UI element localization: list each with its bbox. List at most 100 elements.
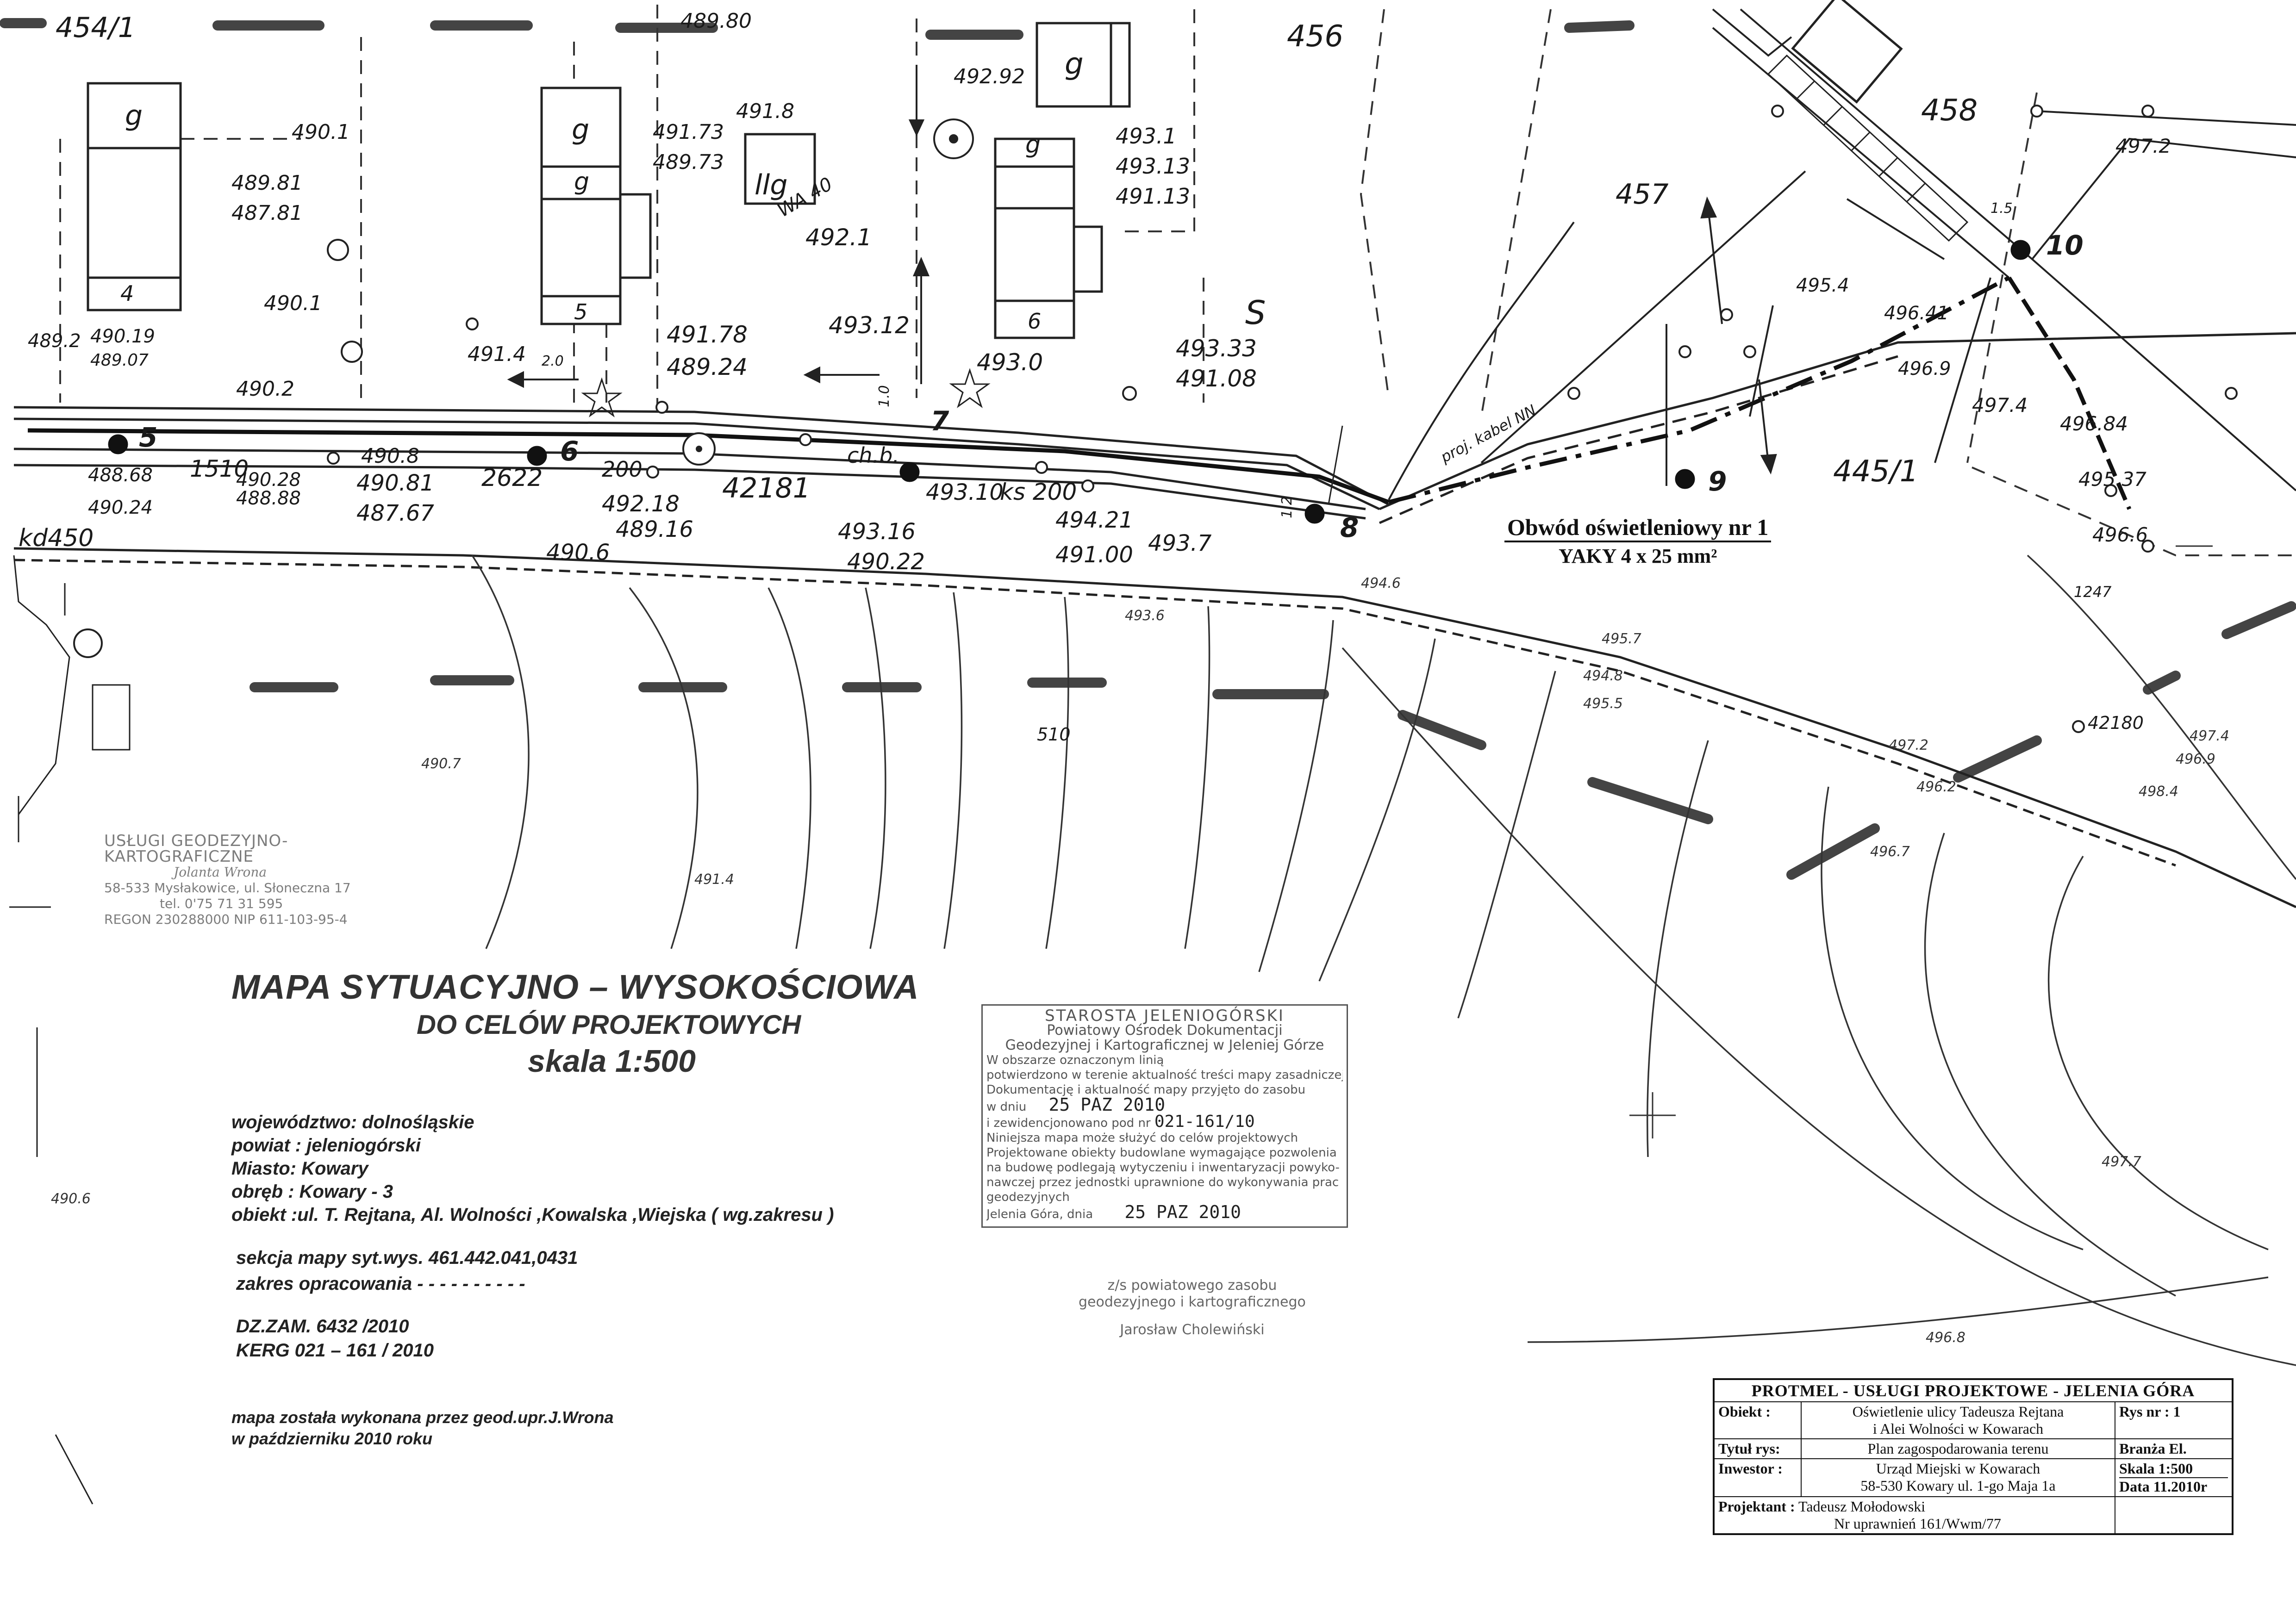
pole-label: 8 xyxy=(1340,512,1359,543)
building-label: g xyxy=(1065,47,1084,81)
ch-label: ch.b. xyxy=(847,443,899,468)
surveyor-stamp-phone: tel. 0'75 71 31 595 xyxy=(160,896,283,911)
scale-and-date: Skala 1:500 Data 11.2010r xyxy=(2115,1458,2233,1497)
map-title-block: MAPA SYTUACYJNO – WYSOKOŚCIOWA DO CELÓW … xyxy=(231,967,949,1079)
elevation-label: 489.24 xyxy=(667,354,748,380)
county: powiat : jeleniogórski xyxy=(231,1135,421,1156)
kerg-number: KERG 021 – 161 / 2010 xyxy=(236,1340,434,1361)
dim-label: 1.2 xyxy=(1279,496,1295,518)
pipe-label: 1247 xyxy=(2074,583,2112,601)
elevation-label: 490.22 xyxy=(847,549,925,575)
building-strip-ne xyxy=(1767,54,1969,242)
branch: Branża El. xyxy=(2115,1438,2233,1459)
made-by-line1: mapa została wykonana przez geod.upr.J.W… xyxy=(231,1408,614,1427)
elevation-label: 496.2 xyxy=(1916,779,1956,795)
grid-marks xyxy=(0,18,2296,880)
building-label: g xyxy=(574,168,589,196)
elevation-label: 493.10 xyxy=(926,479,1004,505)
order-info: DZ.ZAM. 6432 /2010 KERG 021 – 161 / 2010 xyxy=(236,1314,434,1362)
office-stamp-reg-no: 021-161/10 xyxy=(1154,1114,1255,1131)
elevation-label: 496.84 xyxy=(2060,412,2128,435)
obiekt-line: Oświetlenie ulicy Tadeusza Rejtana xyxy=(1852,1403,2064,1420)
elevation-label: 491.8 xyxy=(736,99,794,123)
office-stamp-body: W obszarze oznaczonym linią potwierdzono… xyxy=(986,1053,1343,1222)
pipe-label: 42180 xyxy=(2088,713,2144,733)
elevation-label: 490.28 xyxy=(236,469,301,491)
elevation-label: 497.4 xyxy=(1972,394,2028,417)
street-label: S xyxy=(1245,294,1266,332)
building-label: 6 xyxy=(1028,309,1041,334)
district: obręb : Kowary - 3 xyxy=(231,1181,393,1202)
elevation-label: 488.88 xyxy=(236,488,301,509)
elevation-label: 492.1 xyxy=(805,224,872,251)
elevation-label: 494.21 xyxy=(1055,507,1133,533)
tree-symbols xyxy=(581,368,991,417)
office-sign-name: Jarosław Cholewiński xyxy=(1120,1322,1265,1338)
plot-number: 510 xyxy=(1037,724,1071,745)
elevation-label: 491.4 xyxy=(468,342,526,366)
pole-label: 5 xyxy=(139,422,157,453)
boundary-lines-ne xyxy=(1388,8,2296,500)
elevation-label: 487.67 xyxy=(356,500,434,526)
pipe-label: 1510 xyxy=(190,455,249,482)
office-stamp-line: i zewidencjonowano pod nr xyxy=(986,1116,1151,1130)
dim-label: 2.0 xyxy=(542,353,564,369)
tytul-label: Tytuł rys: xyxy=(1713,1438,1802,1459)
lighting-circuit-label: Obwód oświetleniowy nr 1 YAKY 4 x 25 mm² xyxy=(1504,514,1772,568)
voivodeship: województwo: dolnośląskie xyxy=(231,1112,474,1132)
office-stamp-line: Niniejsza mapa może służyć do celów proj… xyxy=(986,1131,1298,1145)
office-sign-line: geodezyjnego i kartograficznego xyxy=(1079,1294,1306,1310)
table-date: Data 11.2010r xyxy=(2119,1477,2228,1495)
elevation-label: 491.08 xyxy=(1176,365,1257,392)
elevation-label: 489.80 xyxy=(680,9,752,33)
order-number: DZ.ZAM. 6432 /2010 xyxy=(236,1316,409,1337)
office-stamp-line: nawczej przez jednostki uprawnione do wy… xyxy=(986,1175,1339,1189)
building-label: g xyxy=(125,99,143,132)
elevation-label: 497.4 xyxy=(2190,728,2229,744)
map-sheet: sekcja mapy syt.wys. 461.442.041,0431 xyxy=(236,1248,578,1268)
inwestor-line: Urząd Miejski w Kowarach xyxy=(1876,1460,2040,1477)
elevation-label: 493.0 xyxy=(977,349,1043,376)
office-stamp-date2: 25 PAŹ 2010 xyxy=(1124,1205,1242,1222)
elevation-label: 497.7 xyxy=(2102,1154,2141,1170)
projektant-label: Projektant : xyxy=(1718,1498,1795,1515)
building-label: 5 xyxy=(574,299,587,324)
elevation-label: 496.9 xyxy=(1898,358,1951,379)
surveyor-stamp-regon: REGON 230288000 NIP 611-103-95-4 xyxy=(104,912,348,927)
plot-number: 445/1 xyxy=(1833,454,1918,489)
elevation-label: 493.1 xyxy=(1116,124,1177,149)
elevation-label: 495.5 xyxy=(1583,696,1623,712)
office-stamp-line: W obszarze oznaczonym linią xyxy=(986,1053,1164,1067)
circuit-name: Obwód oświetleniowy nr 1 xyxy=(1504,514,1772,542)
elevation-label: 497.2 xyxy=(2115,135,2171,157)
tytul-value: Plan zagospodarowania terenu xyxy=(1801,1438,2115,1459)
building-label: g xyxy=(572,113,589,146)
elevation-label: 491.00 xyxy=(1055,542,1133,568)
object: obiekt :ul. T. Rejtana, Al. Wolności ,Ko… xyxy=(231,1205,834,1225)
plot-number: 458 xyxy=(1921,93,1978,128)
elevation-label: 490.2 xyxy=(236,377,294,401)
map-subtitle: DO CELÓW PROJEKTOWYCH xyxy=(417,1010,801,1040)
office-stamp-sub1: Powiatowy Ośrodek Dokumentacji xyxy=(1047,1022,1283,1038)
made-by-note: mapa została wykonana przez geod.upr.J.W… xyxy=(231,1407,614,1449)
pipe-label: kd450 xyxy=(19,524,94,552)
elevation-label: 497.2 xyxy=(1889,737,1928,753)
office-stamp-line: w dniu xyxy=(986,1100,1027,1114)
inwestor-line: 58-530 Kowary ul. 1-go Maja 1a xyxy=(1860,1477,2056,1494)
elevation-label: 489.2 xyxy=(28,330,81,352)
office-stamp-line: Projektowane obiekty budowlane wymagając… xyxy=(986,1146,1337,1160)
elevation-label: 489.81 xyxy=(231,171,303,195)
office-stamp-line: geodezyjnych xyxy=(986,1190,1070,1204)
section-info: sekcja mapy syt.wys. 461.442.041,0431 za… xyxy=(236,1245,578,1297)
elevation-label: 491.13 xyxy=(1116,184,1190,209)
surveyor-stamp: USŁUGI GEODEZYJNO-KARTOGRAFICZNE Jolanta… xyxy=(104,833,363,927)
elevation-label: 492.92 xyxy=(954,65,1025,88)
elevation-label: 489.07 xyxy=(90,351,149,370)
building-label: 4 xyxy=(120,281,134,306)
elevation-label: 496.9 xyxy=(2176,751,2215,767)
elevation-label: 494.8 xyxy=(1583,668,1623,684)
title-table: PROTMEL - USŁUGI PROJEKTOWE - JELENIA GÓ… xyxy=(1713,1378,2234,1535)
projektant-license: Nr uprawnień 161/Wwm/77 xyxy=(1834,1515,2001,1532)
office-stamp-head: STAROSTA JELENIOGÓRSKI xyxy=(1045,1007,1285,1025)
